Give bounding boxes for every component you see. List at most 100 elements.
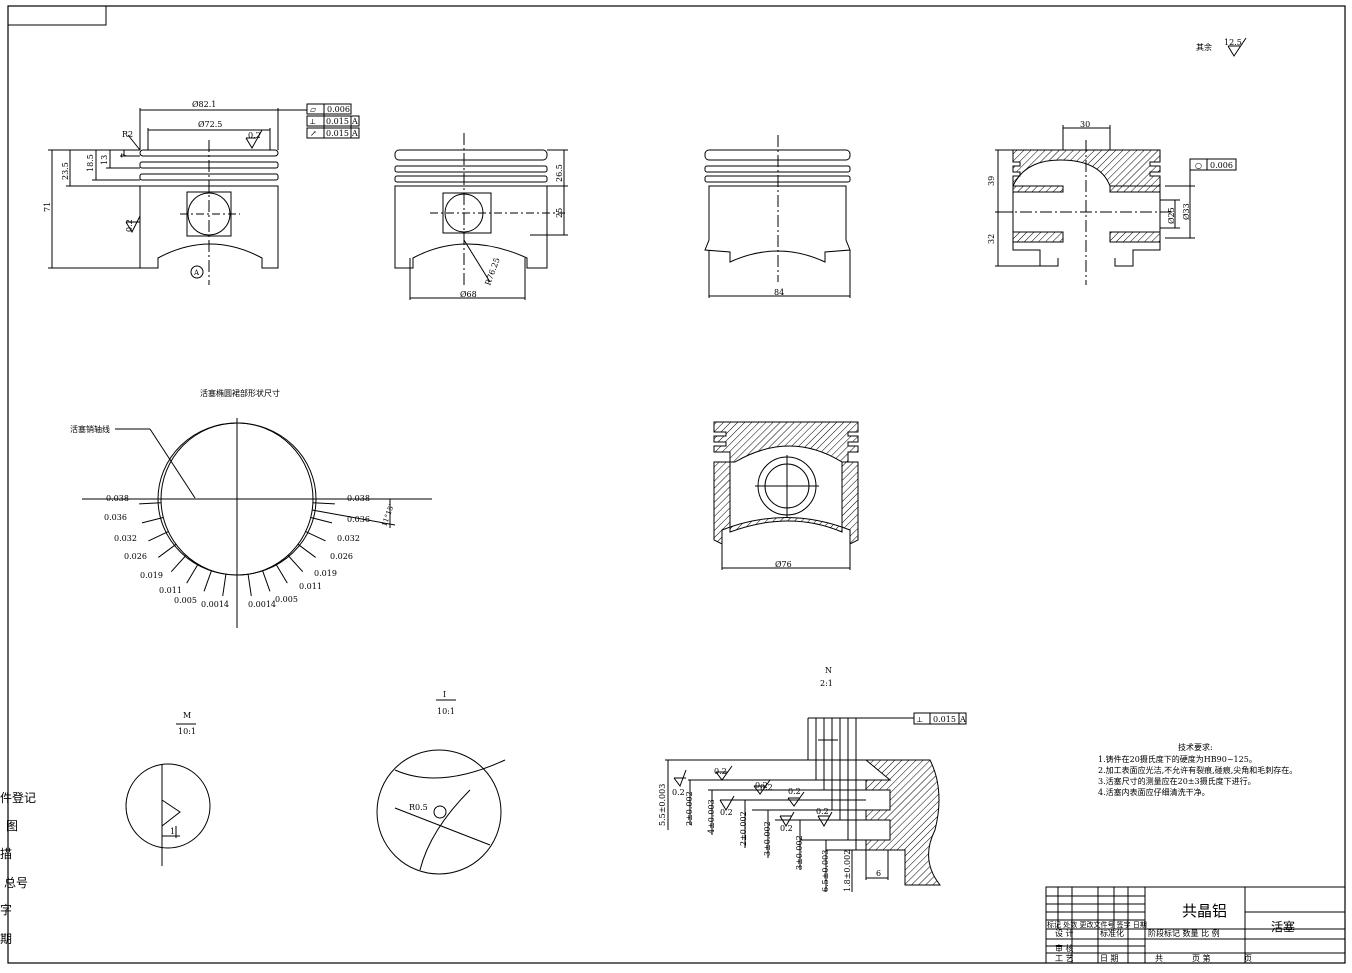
detail-n-rough-0: 0.2 <box>672 788 685 797</box>
dim-84: 84 <box>774 288 784 297</box>
ellipse-right-0: 0.038 <box>347 494 370 503</box>
dim-radius-76: R76.25 <box>483 256 501 286</box>
ellipse-tick <box>287 555 304 573</box>
ellipse-tick <box>170 555 187 573</box>
ellipse-right-4: 0.019 <box>314 569 337 578</box>
detail-n-rough-1: 0.2 <box>714 767 727 776</box>
dim-30: 30 <box>1080 120 1090 129</box>
view-pin-section <box>713 421 859 570</box>
dim-18-5: 18.5 <box>86 154 95 172</box>
ellipse-right-2: 0.032 <box>337 534 360 543</box>
drawing-border <box>7 5 1346 964</box>
datum-a-label: A <box>193 269 200 277</box>
view-top-elevation <box>704 135 851 298</box>
review-label: 审 核 <box>1055 943 1074 953</box>
detail-n <box>665 712 967 892</box>
strip-item-4: 字 <box>0 902 12 917</box>
ellipse-tick <box>310 517 333 524</box>
ellipse-left-5: 0.011 <box>159 586 182 595</box>
tol-flatness-symbol: ▱ <box>310 105 317 114</box>
ellipse-right-6: 0.005 <box>275 595 298 604</box>
ellipse-tick <box>148 531 169 542</box>
sheet-of-label: 页 第 <box>1192 953 1211 963</box>
detail-n-tol-symbol: ⟂ <box>917 715 923 724</box>
detail-n-rough-3: 0.2 <box>788 787 801 796</box>
dim-roughness-top: 0.2 <box>248 131 261 140</box>
standard-label: 标准化 <box>1100 928 1124 938</box>
detail-n-scale: 2:1 <box>820 679 833 688</box>
left-register-strip: 件登记 图 描 总号 字 期 <box>0 790 36 946</box>
detail-n-tol-datum: A <box>959 715 966 724</box>
ellipse-tick <box>222 574 227 597</box>
date-label: 日 期 <box>1100 954 1119 963</box>
detail-n-dim-0: 5.5±0.003 <box>658 784 667 826</box>
detail-n-dim-2: 4±0.003 <box>707 799 716 834</box>
ellipse-angle-label: 11°15' <box>380 503 395 528</box>
tol-runout-datum: A <box>351 129 358 138</box>
ellipse-left-1: 0.036 <box>104 513 127 522</box>
dim-diameter-33: Ø33 <box>1182 203 1191 220</box>
detail-m-scale: 10:1 <box>178 727 196 736</box>
tol-flatness-value: 0.006 <box>327 105 350 114</box>
page-label: 页 <box>1244 954 1252 963</box>
detail-n-dim-7: 1.8±0.002 <box>843 850 852 892</box>
detail-i <box>376 699 506 875</box>
tol-round-value: 0.006 <box>1210 161 1233 170</box>
strip-item-1: 图 <box>6 819 18 833</box>
ellipse-ticks <box>139 502 335 597</box>
ellipse-skirt-diagram <box>82 418 432 628</box>
dim-diameter-82: Ø82.1 <box>192 100 216 109</box>
dim-23-5: 23.5 <box>61 162 70 180</box>
ellipse-tick <box>312 502 335 505</box>
roughness-rest: 其余 12.5 <box>1196 37 1247 57</box>
note-1: 1.铸件在20摄氏度下的硬度为HB90~125。 <box>1098 754 1257 764</box>
detail-n-dim-4: 3±0.002 <box>763 821 772 856</box>
detail-i-scale: 10:1 <box>437 707 455 716</box>
ellipse-title: 活塞椭圆裙部形状尺寸 <box>200 388 280 398</box>
ellipse-tick <box>305 531 326 542</box>
roughness-rest-value: 12.5 <box>1224 38 1242 47</box>
technical-notes: 技术要求: 1.铸件在20摄氏度下的硬度为HB90~125。 2.加工表面应光洁… <box>1098 742 1297 797</box>
designer-label: 设 计 <box>1055 928 1074 938</box>
ellipse-tick <box>139 502 162 505</box>
tol-perp-symbol: ⟂ <box>310 117 316 126</box>
dim-7: 7 <box>120 153 129 158</box>
detail-i-dim: R0.5 <box>409 803 428 812</box>
ellipse-tick <box>247 574 252 597</box>
detail-m <box>125 723 211 866</box>
material-name: 共晶铝 <box>1182 902 1227 920</box>
dim-13: 13 <box>100 155 109 165</box>
roughness-rest-label: 其余 <box>1196 42 1212 52</box>
ellipse-tick <box>203 570 212 592</box>
detail-n-tol-value: 0.015 <box>933 715 956 724</box>
dim-diameter-72: Ø72.5 <box>198 120 222 129</box>
detail-n-dim-3: 2±0.002 <box>739 811 748 846</box>
process-label: 工 艺 <box>1055 954 1074 963</box>
view-side-elevation <box>394 133 568 300</box>
view-cross-section-labels: 30 39 32 Ø25 Ø33 ○ 0.006 <box>987 120 1233 244</box>
detail-n-dim-5: 3±0.002 <box>795 835 804 870</box>
ellipse-left-6: 0.005 <box>174 596 197 605</box>
tol-runout-value: 0.015 <box>326 129 349 138</box>
ellipse-right-7: 0.0014 <box>248 600 276 609</box>
detail-n-rough-5: 0.2 <box>780 824 793 833</box>
note-2: 2.加工表面应光洁,不允许有裂痕,碰痕,尖角和毛刺存在。 <box>1098 765 1297 775</box>
notes-title: 技术要求: <box>1178 742 1213 752</box>
stage-label: 阶段标记 数量 比 例 <box>1148 928 1220 938</box>
title-block <box>1045 886 1346 964</box>
detail-n-rough-6: 0.2 <box>816 807 829 816</box>
view-cross-section <box>995 125 1237 285</box>
detail-i-name: I <box>443 690 446 699</box>
detail-m-dim: 1 <box>170 827 175 836</box>
ellipse-tick <box>158 543 177 558</box>
ellipse-left-3: 0.026 <box>124 552 147 561</box>
dim-39: 39 <box>987 176 996 186</box>
view-front-elevation <box>48 103 360 285</box>
dim-radius-r2: R2 <box>122 130 133 139</box>
ellipse-tick <box>297 543 316 558</box>
row-headers: 标记 处数 更改文件号 签字 日期 <box>1047 920 1147 929</box>
ellipse-tick <box>186 563 199 584</box>
note-3: 3.活塞尺寸的测量应在20±3摄氏度下进行。 <box>1098 776 1256 786</box>
